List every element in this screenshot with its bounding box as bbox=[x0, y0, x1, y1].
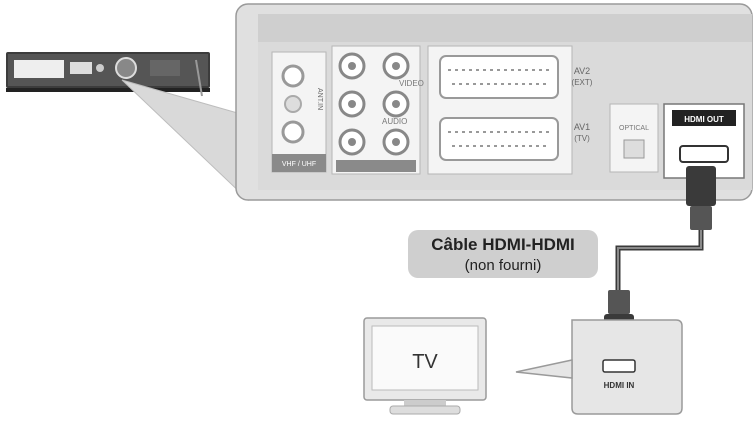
cable-label-line1: Câble HDMI-HDMI bbox=[431, 235, 575, 254]
av2-ext-label: (EXT) bbox=[572, 78, 593, 87]
optical-label: OPTICAL bbox=[619, 125, 649, 132]
hdmi-in-label: HDMI IN bbox=[604, 381, 635, 390]
audio-label: AUDIO bbox=[382, 117, 407, 126]
av2-label: AV2 bbox=[574, 66, 590, 76]
hdmi-in-callout: HDMI IN bbox=[515, 319, 683, 415]
vhf-uhf-label: VHF / UHF bbox=[282, 161, 316, 168]
dvd-recorder-device bbox=[6, 52, 210, 97]
tv-label: TV bbox=[412, 351, 438, 373]
rear-panel: ANT.IN VHF / UHF VIDEO AUDIO AV2 bbox=[235, 3, 753, 201]
hdmi-out-label: HDMI OUT bbox=[684, 115, 724, 124]
antenna-block: ANT.IN VHF / UHF bbox=[271, 51, 327, 173]
rca-jack-block: VIDEO AUDIO bbox=[331, 45, 424, 175]
av1-tv-label: (TV) bbox=[574, 134, 590, 143]
cable-label-line2: (non fourni) bbox=[465, 257, 542, 274]
scart-block: AV2 (EXT) AV1 (TV) bbox=[427, 45, 593, 175]
tv: TV bbox=[363, 317, 487, 415]
zoom-callout bbox=[121, 79, 249, 202]
ant-in-label: ANT.IN bbox=[316, 88, 323, 110]
av1-label: AV1 bbox=[574, 122, 590, 132]
video-label: VIDEO bbox=[399, 79, 424, 88]
hdmi-out-block: HDMI OUT bbox=[663, 103, 745, 179]
optical-block: OPTICAL bbox=[609, 103, 659, 173]
cable-label: Câble HDMI-HDMI (non fourni) bbox=[408, 230, 598, 278]
